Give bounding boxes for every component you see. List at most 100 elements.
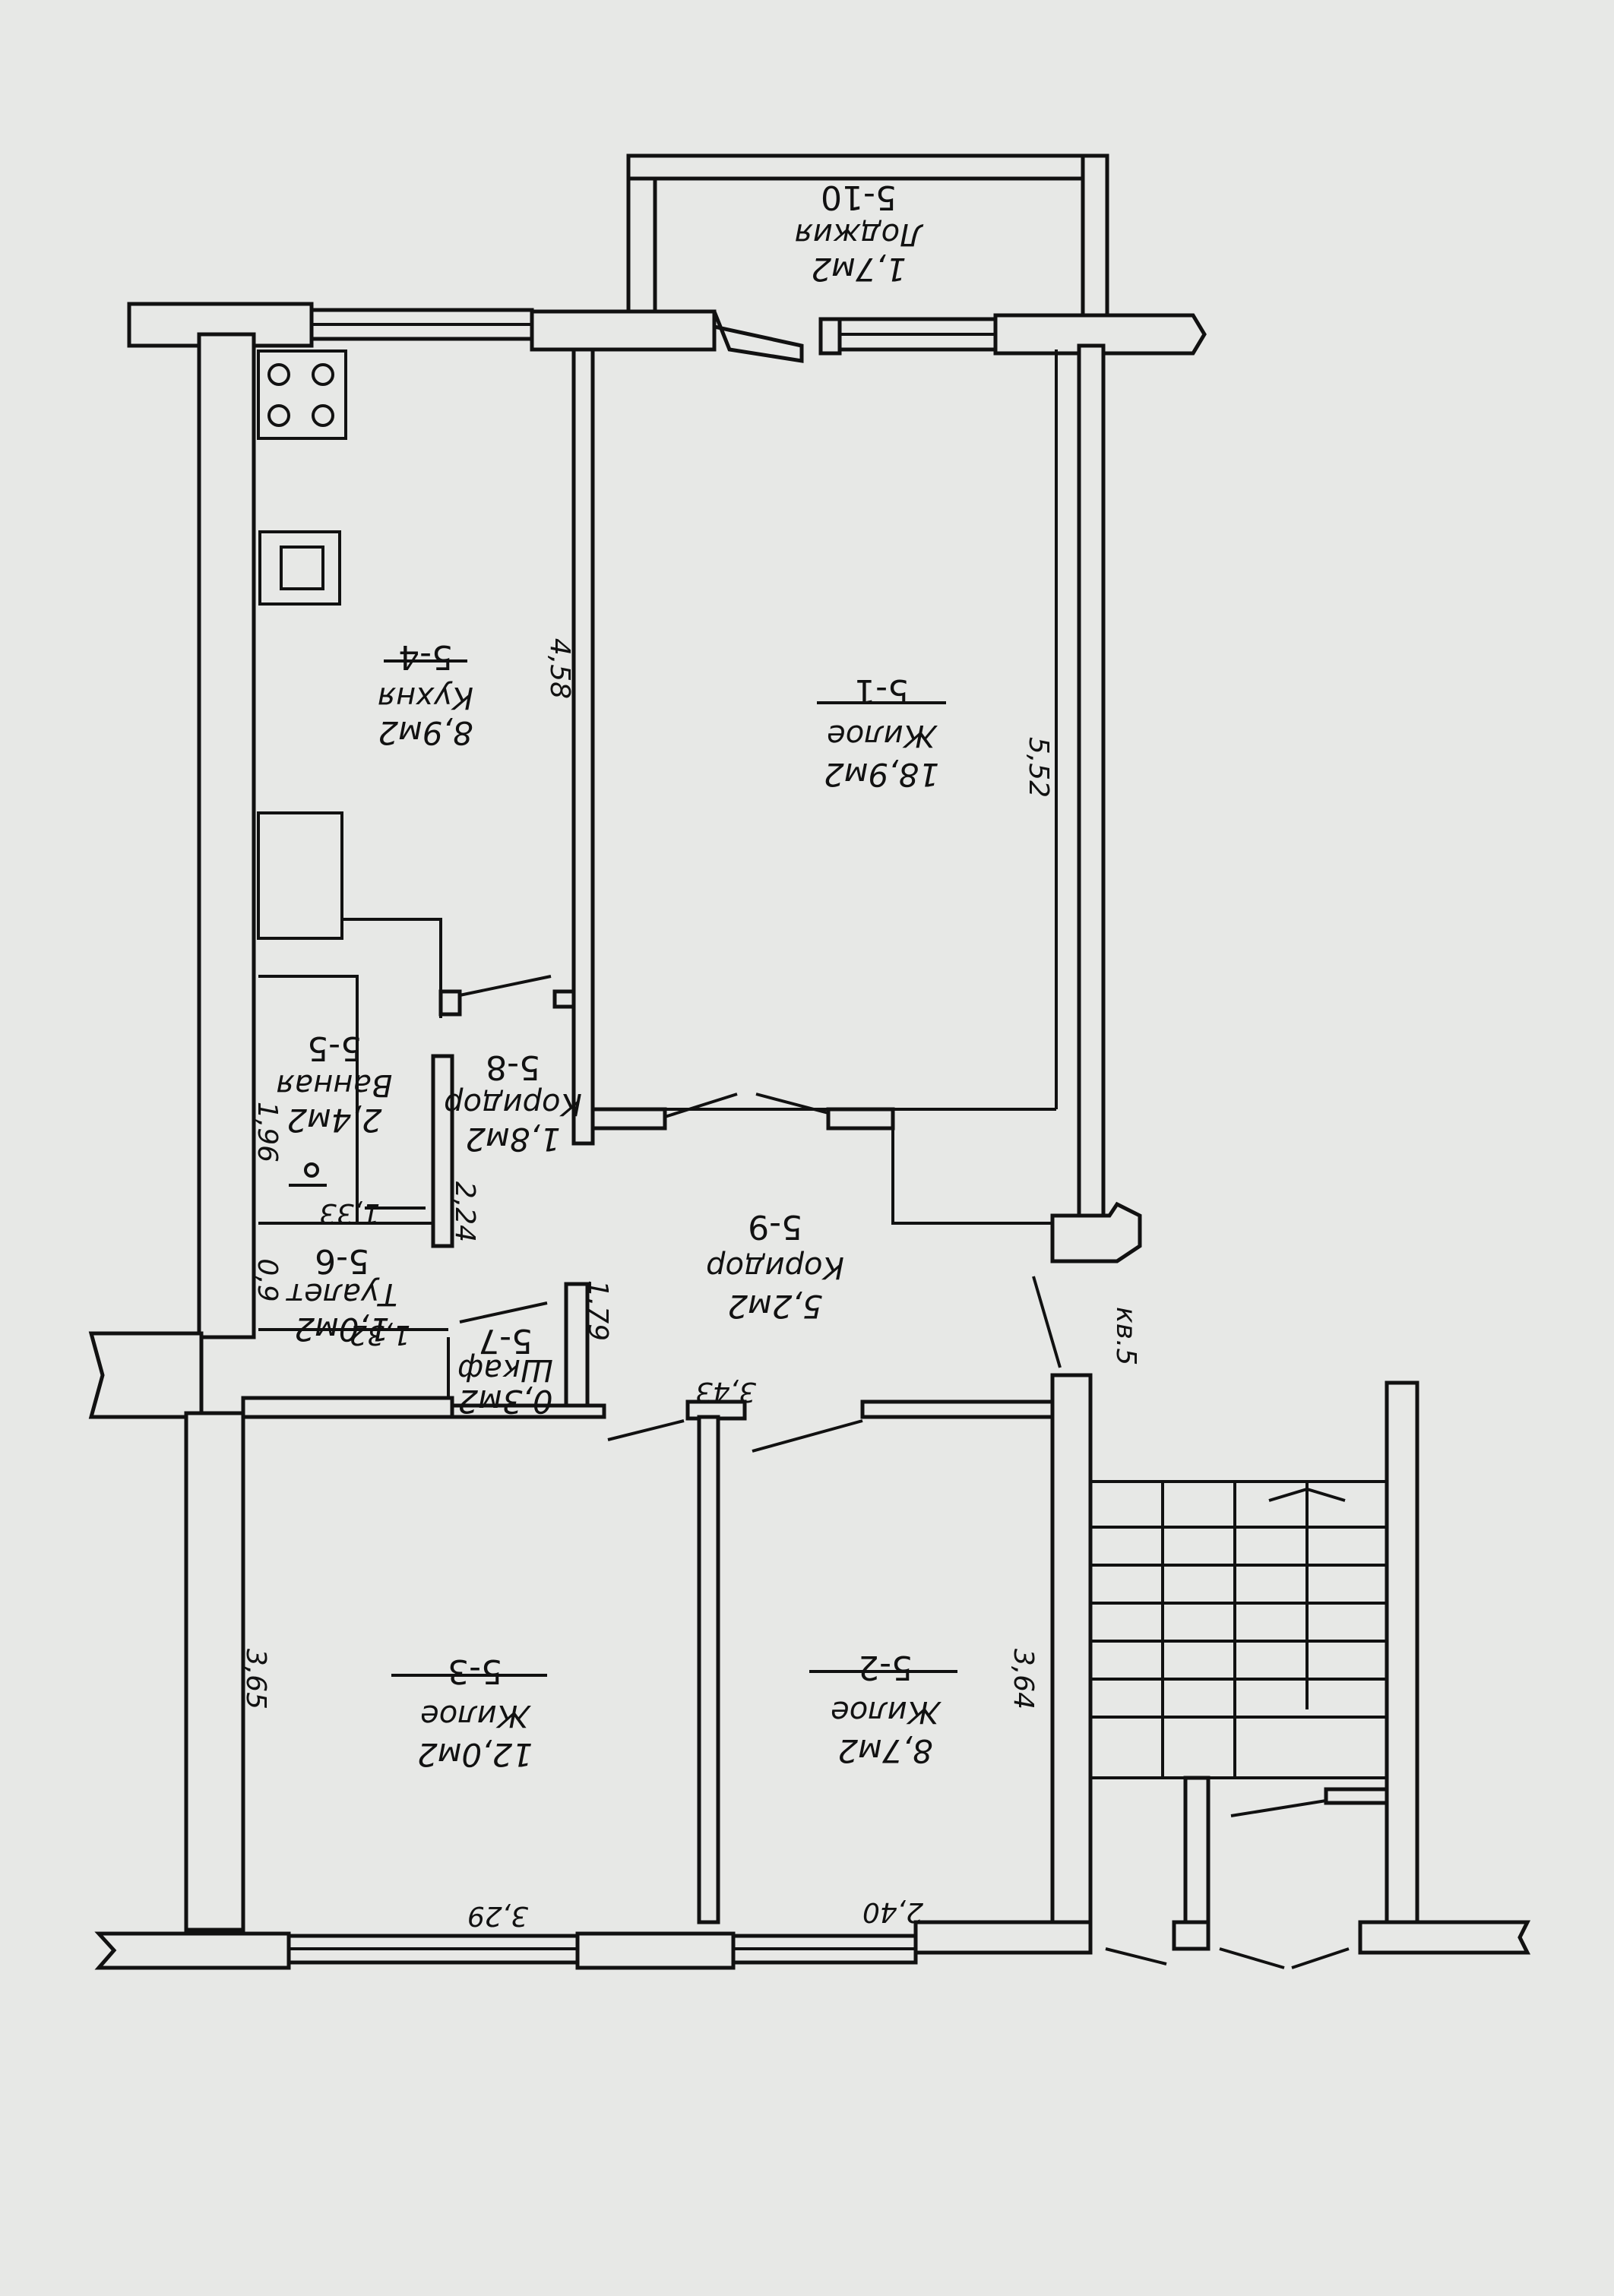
door-jamb (590, 1107, 667, 1131)
label-room-5-3: 12,0м2 Жилое 5-3 (417, 1652, 533, 1773)
staircase (1089, 1380, 1531, 1969)
dimension-label: 0,9 (252, 1258, 283, 1301)
wall-outline (891, 1117, 1052, 1225)
room-type: Шкаф (457, 1352, 553, 1387)
room-type: Коридор (444, 1086, 582, 1121)
right-wall-lower (1050, 1373, 1093, 1943)
bottom-wall (94, 1920, 1093, 1970)
door-jamb (552, 989, 576, 1009)
door-swing (1219, 1947, 1285, 1969)
stair-post (1172, 1920, 1210, 1951)
dimension-label: 1,33 (319, 1197, 380, 1229)
room-area: 8,9м2 (378, 714, 473, 751)
door-swing (607, 1419, 685, 1441)
door-swing (459, 1301, 548, 1324)
room-id: 5-3 (448, 1652, 502, 1690)
room-area: 2,4м2 (286, 1102, 381, 1139)
room-area: 1,8м2 (465, 1121, 560, 1158)
room-type: Туалет (285, 1276, 397, 1311)
label-room-5-2: 8,7м2 Жилое 5-2 (831, 1648, 942, 1769)
room-area: 8,7м2 (837, 1732, 932, 1769)
fridge-icon (257, 811, 343, 940)
stair-post (1183, 1776, 1210, 1924)
entry-door-swing (1032, 1276, 1062, 1368)
label-room-5-10: 1,7м2 Лоджия 5-10 (795, 178, 924, 288)
balcony-door (712, 311, 804, 363)
room-type: Жилое (831, 1694, 942, 1729)
left-wall (197, 332, 256, 1339)
room-id: 5-10 (821, 178, 897, 217)
room-type: Жилое (827, 718, 938, 753)
wall-corner (1050, 1201, 1142, 1263)
room-area: 1,7м2 (811, 251, 906, 288)
room-id: 5-4 (398, 637, 453, 676)
door-swing (459, 975, 552, 997)
dimension-label: 1,32 (350, 1319, 410, 1350)
room-area: 1,0м2 (294, 1311, 389, 1348)
door-swing (752, 1419, 863, 1453)
dimension-label: 3,43 (695, 1376, 756, 1407)
room-type: Жилое (420, 1698, 532, 1733)
wall-segment (241, 1396, 454, 1419)
door-swing (755, 1093, 829, 1115)
room-type: Кухня (378, 680, 473, 715)
room-type: Коридор (706, 1250, 844, 1285)
apartment-label: кв.5 (1110, 1307, 1141, 1365)
wall-segment (530, 309, 717, 352)
dimension-label: 3,65 (240, 1649, 271, 1709)
room-id: 5-8 (486, 1048, 540, 1086)
left-wall-lower (184, 1411, 245, 1932)
label-room-5-9: 5,2м2 Коридор 5-9 (706, 1207, 844, 1325)
dimension-label: 1,79 (582, 1280, 613, 1341)
label-room-5-7: 0,3м2 Шкаф 5-7 (457, 1321, 553, 1420)
bath-partition (431, 1054, 454, 1248)
wall-segment (993, 313, 1207, 356)
dimension-label: 5,52 (1023, 737, 1054, 798)
stair-flight (1089, 1480, 1388, 1779)
room-area: 5,2м2 (727, 1288, 822, 1325)
sink-icon (258, 530, 341, 606)
stair-wall (1385, 1380, 1419, 1951)
label-room-5-8: 1,8м2 Коридор 5-8 (444, 1048, 582, 1158)
dimension-label: 2,40 (862, 1896, 923, 1928)
room-area: 0,3м2 (457, 1383, 552, 1420)
room-id: 5-1 (854, 672, 909, 710)
room-id: 5-7 (478, 1321, 533, 1360)
room-area: 18,9м2 (824, 756, 939, 793)
room-area: 12,0м2 (417, 1736, 533, 1773)
wall-room2-room3 (697, 1415, 720, 1924)
wall-stub-left (88, 1331, 204, 1419)
room-id: 5-9 (748, 1207, 802, 1246)
wall-segment (1358, 1920, 1531, 1955)
toilet-icon (304, 1162, 319, 1178)
door-jamb (1324, 1787, 1389, 1805)
label-room-5-6: 1,0м2 Туалет 5-6 (285, 1241, 397, 1348)
wall-segment (913, 1920, 1093, 1955)
right-wall (1077, 343, 1106, 1218)
door-jamb (438, 989, 462, 1017)
door-swing (664, 1093, 738, 1118)
dimension-label: 3,64 (1008, 1649, 1039, 1709)
wall-segment (94, 1931, 291, 1970)
door-swing (1230, 1799, 1327, 1817)
loggia-wall-top (626, 153, 1109, 181)
door-swing (1291, 1947, 1350, 1969)
dimension-label: 4,58 (544, 638, 575, 699)
door-swing (1105, 1947, 1167, 1966)
loggia (626, 153, 1109, 318)
room-id: 5-2 (858, 1648, 913, 1687)
wall-kitchen-main (571, 347, 595, 1146)
bath-wall (258, 975, 359, 1223)
room-id: 5-6 (315, 1241, 369, 1280)
loggia-wall-right (1081, 153, 1109, 318)
dimension-label: 1,96 (252, 1102, 283, 1162)
label-room-5-5: 2,4м2 Ванная 5-5 (277, 1029, 393, 1139)
closet-partition (564, 1282, 590, 1419)
room-type: Лоджия (795, 217, 924, 251)
room-id: 5-5 (307, 1029, 362, 1067)
door-jamb (826, 1107, 895, 1131)
wall-segment (575, 1931, 736, 1970)
arrow-icon (1268, 1487, 1346, 1502)
top-wall (127, 302, 1207, 363)
